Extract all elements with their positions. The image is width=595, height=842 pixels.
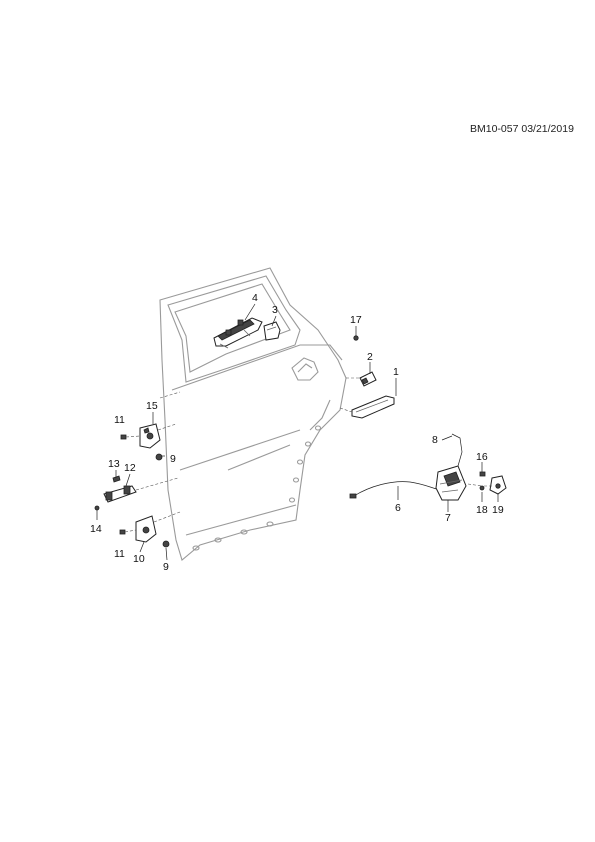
part-15-upper-hinge [139, 423, 161, 449]
callout-13: 13 [108, 458, 120, 470]
part-11-bolt-upper [120, 434, 127, 440]
part-14-bolt [94, 505, 100, 511]
callout-7: 7 [445, 512, 451, 524]
callout-11-lower: 11 [114, 548, 125, 560]
part-8-latch-rod [451, 433, 463, 467]
callout-8: 8 [432, 434, 438, 446]
part-4-handle-frame [213, 317, 263, 349]
part-11-bolt-lower [119, 529, 126, 535]
rear-door-body [159, 267, 347, 561]
part-17-bolt [353, 335, 359, 341]
part-9-nut-upper [155, 453, 163, 461]
callout-3: 3 [272, 304, 278, 316]
part-19-striker [489, 475, 507, 495]
callout-2: 2 [367, 351, 373, 363]
leader-lines [96, 303, 499, 561]
door-drain-holes [192, 425, 322, 551]
part-3-bracket [263, 321, 281, 341]
part-1-outside-handle [351, 395, 395, 419]
callout-10: 10 [133, 553, 145, 565]
part-9-nut-lower [162, 540, 170, 548]
part-10-lower-hinge [135, 515, 157, 543]
callout-17: 17 [350, 314, 362, 326]
callout-14: 14 [90, 523, 102, 535]
part-16-clip [479, 471, 486, 477]
callout-15: 15 [146, 400, 158, 412]
part-12-door-check [103, 485, 137, 503]
callout-6: 6 [395, 502, 401, 514]
callout-labels: 1 2 3 4 6 7 8 9 9 10 11 11 12 13 14 15 1… [90, 292, 504, 573]
document-code: BM10-057 03/21/2019 [470, 123, 574, 135]
assembly-lines [124, 377, 492, 533]
callout-12: 12 [124, 462, 136, 474]
part-18-screw [479, 485, 485, 491]
callout-4: 4 [252, 292, 258, 304]
callout-1: 1 [393, 366, 399, 378]
callout-18: 18 [476, 504, 488, 516]
callout-11-upper: 11 [114, 414, 125, 426]
callout-16: 16 [476, 451, 488, 463]
part-13-screw [112, 475, 121, 483]
callout-9-upper: 9 [170, 453, 176, 465]
callout-19: 19 [492, 504, 504, 516]
part-2-cap [359, 371, 377, 387]
part-7-door-latch [435, 465, 467, 501]
part-6-lock-cable [349, 481, 441, 499]
callout-9-lower: 9 [163, 561, 169, 573]
